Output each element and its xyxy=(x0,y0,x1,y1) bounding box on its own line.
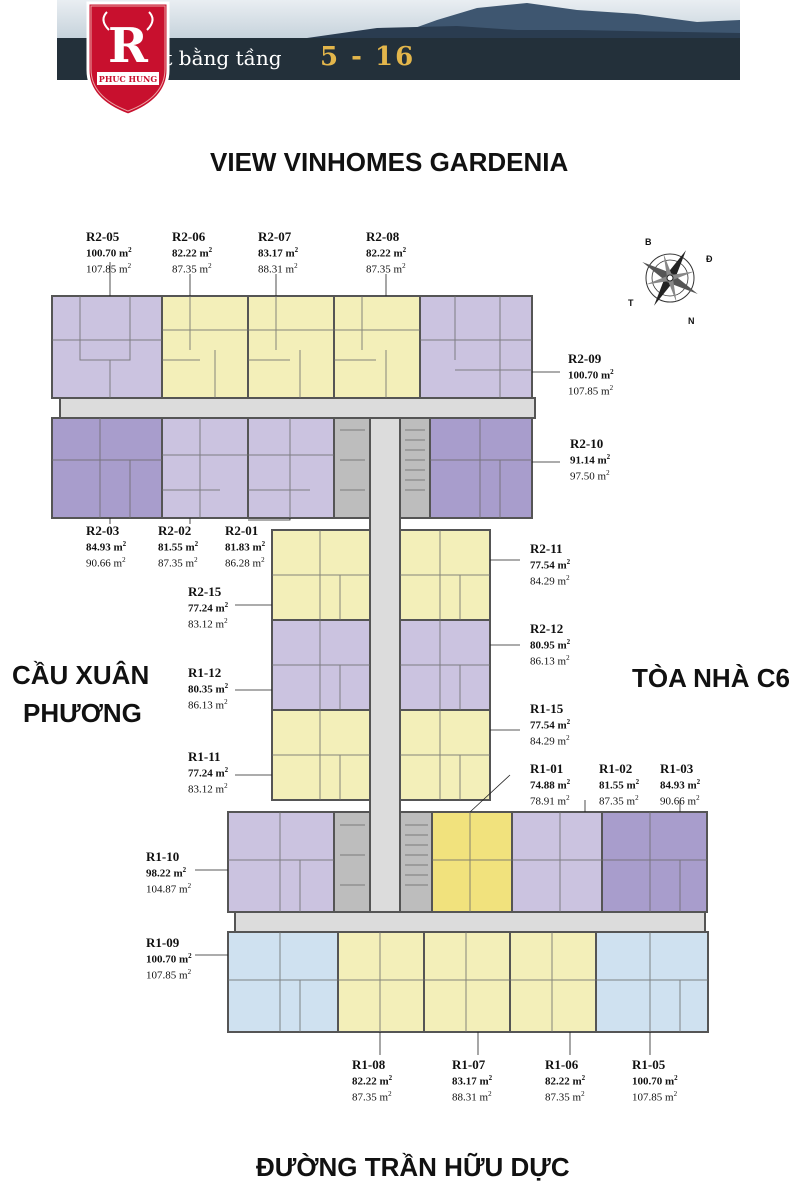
unit-R2-03 xyxy=(51,417,163,519)
unit-R1-06 xyxy=(509,931,597,1033)
unit-R2-02 xyxy=(161,417,249,519)
unit-R1-09 xyxy=(227,931,339,1033)
label-right: TÒA NHÀ C6 xyxy=(632,663,790,693)
unit-R2-05 xyxy=(51,295,163,399)
unit-R2-06 xyxy=(161,295,249,399)
compass-label-t: T xyxy=(628,298,634,308)
elevator-north-left xyxy=(333,417,371,519)
unit-R1-08 xyxy=(337,931,425,1033)
header-banner xyxy=(57,0,740,80)
unit-R1-03 xyxy=(601,811,708,913)
phuc-hung-logo: R PHUC HUNG xyxy=(86,1,170,117)
unit-R1-01 xyxy=(431,811,513,913)
compass-icon xyxy=(642,250,698,306)
label-left-1: CẦU XUÂN xyxy=(12,660,150,690)
unit-R1-05 xyxy=(595,931,709,1033)
label-left-2: PHƯƠNG xyxy=(23,698,142,728)
corridor-north xyxy=(59,397,536,419)
logo-text: PHUC HUNG xyxy=(99,74,158,84)
mountain-sky xyxy=(57,0,740,38)
header-floors: 5 - 16 xyxy=(320,42,416,72)
corridor-central xyxy=(369,417,401,919)
unit-R2-01 xyxy=(247,417,335,519)
title-bar xyxy=(57,38,740,80)
svg-text:R: R xyxy=(108,18,149,74)
unit-R2-07 xyxy=(247,295,335,399)
elevator-south-left xyxy=(333,811,371,913)
unit-R1-02 xyxy=(511,811,603,913)
label-top: VIEW VINHOMES GARDENIA xyxy=(210,147,569,177)
mountain-graphic xyxy=(307,3,740,38)
unit-R2-09 xyxy=(419,295,533,399)
corridor-south xyxy=(234,911,706,933)
stair-south-right xyxy=(399,811,433,913)
stair-north-right xyxy=(399,417,431,519)
label-bottom: ĐƯỜNG TRẦN HỮU DỰC xyxy=(256,1152,570,1182)
unit-R1-07 xyxy=(423,931,511,1033)
compass-label-d: Đ xyxy=(706,254,713,264)
compass-label-b: B xyxy=(645,237,652,247)
unit-R1-10 xyxy=(227,811,335,913)
compass-label-n: N xyxy=(688,316,695,326)
unit-R2-10 xyxy=(429,417,533,519)
unit-R2-08 xyxy=(333,295,421,399)
